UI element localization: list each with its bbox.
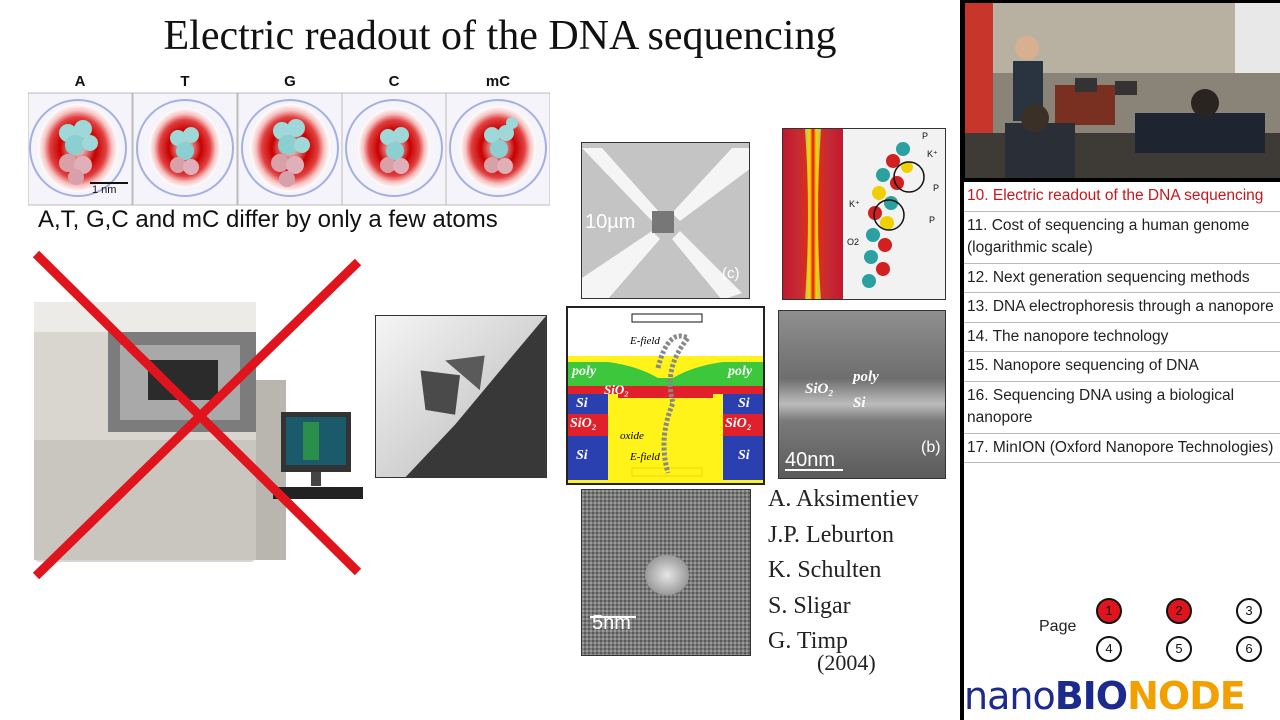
page-button-4[interactable]: 4	[1096, 636, 1122, 662]
author-name: G. Timp	[768, 628, 849, 654]
agenda-item[interactable]: 15. Nanopore sequencing of DNA	[964, 352, 1280, 382]
agenda-item-label: 10. Electric readout of the DNA sequenci…	[967, 187, 1264, 204]
logo-part-nano: nano	[964, 674, 1056, 718]
agenda-item[interactable]: 12. Next generation sequencing methods	[964, 264, 1280, 293]
tem-image-right: SiO₂ poly Si 40nm (b)	[778, 310, 946, 479]
chip-sem-image: 10µm (c)	[581, 142, 750, 299]
nanopore-tem-image: 5nm	[581, 489, 751, 656]
speaker-video-feed	[965, 3, 1280, 178]
nucleotide-caption: A,T, G,C and mC differ by only a few ato…	[38, 206, 498, 233]
nucleotide-panel: C	[342, 71, 446, 207]
tem-image-left	[375, 315, 547, 478]
layer-label-si-right: Si	[738, 396, 750, 411]
page-button-3[interactable]: 3	[1236, 598, 1262, 624]
publication-year: (2004)	[817, 650, 876, 675]
author-name: K. Schulten	[768, 557, 882, 583]
nucleotide-panel: T	[133, 71, 237, 207]
chip-panel-label: (c)	[722, 265, 740, 282]
layer-label-si-bottom-right: Si	[738, 448, 750, 463]
agenda-list: 10. Electric readout of the DNA sequenci…	[964, 182, 1280, 580]
sidebar: 10. Electric readout of the DNA sequenci…	[960, 0, 1280, 720]
agenda-item-label: 13. DNA electrophoresis through a nanopo…	[967, 298, 1274, 315]
slide: Electric readout of the DNA sequencing A…	[0, 0, 960, 720]
nucleotide-label: T	[180, 73, 190, 90]
scale-bar	[90, 182, 128, 184]
nucleotide-label: C	[388, 73, 400, 90]
page-button-1[interactable]: 1	[1096, 598, 1122, 624]
nucleotide-label: G	[284, 73, 296, 90]
author-name: A. Aksimentiev	[768, 486, 919, 512]
tem-label-poly: poly	[853, 369, 879, 385]
agenda-item-label: 15. Nanopore sequencing of DNA	[967, 357, 1199, 374]
tem-scale-label: 40nm	[785, 449, 836, 471]
agenda-item-label: 16. Sequencing DNA using a biological na…	[967, 386, 1235, 427]
agenda-item-label: 17. MinION (Oxford Nanopore Technologies…	[967, 438, 1274, 456]
chip-scale-label: 10µm	[585, 211, 636, 233]
sim-label-k: K⁺	[927, 149, 938, 159]
agenda-item[interactable]: 17. MinION (Oxford Nanopore Technologies…	[964, 434, 1280, 463]
sim-label-o2: O2	[847, 237, 860, 247]
nanopore-tem-picture	[582, 490, 750, 655]
dna-simulation-image: P K⁺ P K⁺ P O2	[782, 128, 946, 300]
scale-label: 1 nm	[92, 184, 117, 196]
tem-label-sio2: SiO₂	[805, 381, 834, 397]
pore-scale-label: 5nm	[592, 612, 631, 634]
tem-right-picture	[779, 311, 945, 478]
nanopore-cross-section-diagram: E-field E-field poly poly SiO₂ Si Si SiO…	[566, 306, 765, 485]
sim-label-p2: P	[933, 183, 940, 193]
layer-label-poly-right: poly	[728, 364, 753, 379]
layer-label-sio2-left: SiO₂	[570, 416, 597, 431]
nucleotide-maps: A T G C mC	[28, 71, 550, 207]
page-label: Page	[1039, 618, 1077, 635]
layer-label-sio2-top: SiO₂	[604, 382, 629, 397]
sim-label-k2: K⁺	[849, 199, 860, 209]
agenda-item-label: 14. The nanopore technology	[967, 327, 1169, 345]
author-name: S. Sligar	[768, 592, 851, 619]
agenda-item-label: 12. Next generation sequencing methods	[967, 268, 1250, 286]
page-button-2[interactable]: 2	[1166, 598, 1192, 624]
agenda-item[interactable]: 13. DNA electrophoresis through a nanopo…	[964, 293, 1280, 323]
sim-label-p: P	[922, 131, 929, 141]
sim-label-p3: P	[929, 215, 936, 225]
nucleotide-panel: G	[238, 71, 342, 207]
sequencer-crossed-out-image	[32, 250, 363, 580]
layer-label-si-bottom-left: Si	[576, 448, 588, 463]
nucleotide-panel: A	[28, 71, 132, 207]
agenda-item[interactable]: 10. Electric readout of the DNA sequenci…	[964, 182, 1280, 212]
authors-list: A. Aksimentiev J.P. Leburton K. Schulten…	[768, 482, 919, 660]
dna-simulation-picture	[783, 129, 945, 299]
e-field-top-label: E-field	[630, 335, 660, 347]
layer-label-poly: poly	[572, 364, 597, 379]
layer-label-sio2-right: SiO₂	[725, 416, 752, 431]
page-selector: Page 1 2 3 4 5 6	[964, 580, 1280, 672]
tem-label-si: Si	[853, 395, 866, 411]
page-button-6[interactable]: 6	[1236, 636, 1262, 662]
tem-panel-label: (b)	[921, 439, 941, 456]
nucleotide-label: mC	[485, 73, 511, 90]
tem-scale-bar	[785, 469, 843, 471]
e-field-bottom-label: E-field	[630, 451, 660, 463]
author-name: J.P. Leburton	[768, 521, 894, 548]
nanobionode-logo: nanoBIONODE	[964, 672, 1280, 720]
chip-sem-picture	[582, 143, 749, 298]
layer-label-si-left: Si	[576, 396, 588, 411]
agenda-item[interactable]: 16. Sequencing DNA using a biological na…	[964, 382, 1280, 434]
agenda-item[interactable]: 11. Cost of sequencing a human genome (l…	[964, 212, 1280, 264]
agenda-item[interactable]: 14. The nanopore technology	[964, 323, 1280, 352]
nucleotide-panel: mC	[446, 71, 550, 207]
logo-part-node: NODE	[1127, 674, 1246, 718]
pore-scale-bar	[590, 616, 636, 618]
logo-part-bio: BIO	[1054, 674, 1128, 718]
slide-title: Electric readout of the DNA sequencing	[163, 13, 837, 59]
nucleotide-label: A	[74, 73, 86, 90]
nucleotide-density-images	[28, 92, 550, 206]
cross-section-drawing	[568, 308, 763, 483]
agenda-item-label: 11. Cost of sequencing a human genome (l…	[967, 216, 1250, 257]
oxide-label: oxide	[620, 430, 644, 442]
page-button-5[interactable]: 5	[1166, 636, 1192, 662]
